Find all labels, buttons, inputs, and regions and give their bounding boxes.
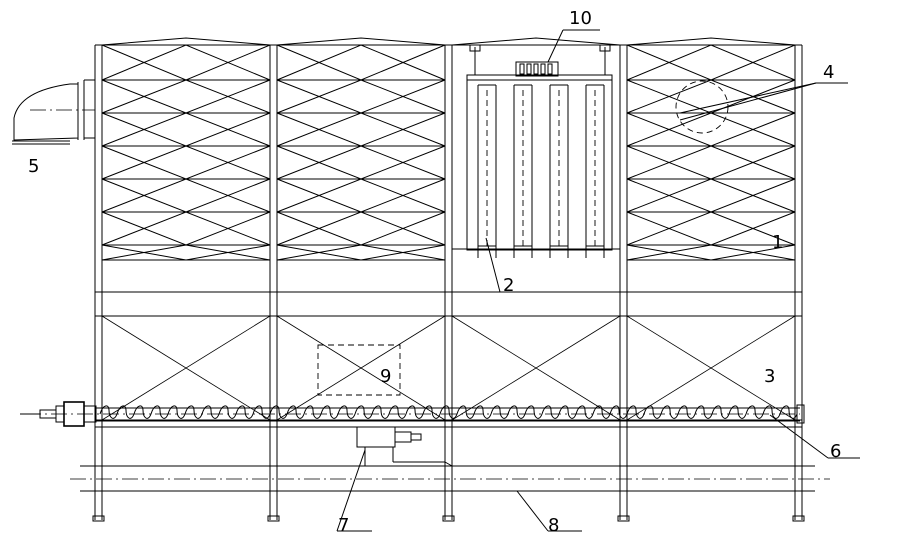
- valve-7-handle: [410, 433, 422, 441]
- valve-7-actuator: [394, 431, 412, 443]
- lattice-brace: [101, 112, 271, 147]
- device-10-slot: [533, 63, 539, 75]
- lattice-brace: [626, 244, 796, 261]
- lattice-brace: [276, 112, 446, 147]
- hanger-head: [469, 44, 481, 52]
- leader-10: [547, 29, 564, 63]
- column-foot: [267, 515, 280, 522]
- device-10-slot: [540, 63, 546, 75]
- label-6: 6: [830, 441, 841, 462]
- lattice-brace: [626, 178, 796, 213]
- label-10: 10: [569, 8, 592, 29]
- hanger-head: [599, 44, 611, 52]
- device-10-slot: [547, 63, 553, 75]
- lattice-brace: [101, 145, 271, 180]
- lattice-brace: [101, 244, 271, 261]
- lattice-brace: [276, 79, 446, 114]
- lattice-brace: [101, 178, 271, 213]
- screw-end-bearing: [796, 404, 805, 424]
- lattice-brace: [101, 211, 271, 246]
- roof-line: [451, 37, 621, 46]
- lattice-brace: [626, 112, 796, 147]
- device-10-slot: [526, 63, 532, 75]
- lattice-brace: [101, 244, 271, 261]
- device-10-slot: [519, 63, 525, 75]
- label-9: 9: [380, 366, 391, 387]
- detail-circle-4: [675, 80, 729, 134]
- lattice-brace: [626, 44, 796, 81]
- label-7: 7: [338, 515, 349, 536]
- label-2: 2: [503, 275, 514, 296]
- lattice-brace: [101, 178, 271, 213]
- leader-2: [485, 237, 501, 293]
- lattice-brace: [276, 145, 446, 180]
- lattice-brace: [276, 145, 446, 180]
- screw-conveyor: [20, 401, 805, 427]
- lattice-brace: [276, 211, 446, 246]
- lattice-brace: [626, 211, 796, 246]
- leader-4b: [679, 82, 817, 121]
- duct-5: [13, 83, 79, 141]
- lattice-brace: [276, 44, 446, 81]
- column-foot: [92, 515, 105, 522]
- frame-structure: [70, 37, 830, 522]
- hopper-brace: [101, 315, 271, 421]
- lattice-brace: [101, 211, 271, 246]
- leader-4: [679, 82, 817, 114]
- device-10: [515, 61, 559, 77]
- label-3: 3: [764, 366, 775, 387]
- auxiliary-parts: [12, 79, 729, 467]
- lattice-brace: [276, 178, 446, 213]
- screw-flight: [99, 405, 798, 419]
- lattice-brace: [101, 79, 271, 114]
- lattice-brace: [626, 211, 796, 246]
- valve-outlet: [444, 461, 453, 467]
- label-1: 1: [772, 232, 783, 253]
- hopper-brace: [626, 315, 796, 421]
- filter-lower-box: [451, 248, 621, 293]
- lattice-brace: [276, 79, 446, 114]
- lattice-brace: [626, 145, 796, 180]
- roof-line: [101, 37, 271, 46]
- column-foot: [617, 515, 630, 522]
- lattice-brace: [626, 244, 796, 261]
- lattice-brace: [276, 244, 446, 261]
- leader-8: [516, 490, 549, 532]
- lattice-brace: [626, 79, 796, 114]
- lattice-brace: [626, 44, 796, 81]
- inspection-box-9: [317, 344, 401, 396]
- filter-unit: [451, 29, 621, 293]
- hopper-brace: [276, 315, 446, 421]
- filter-box: [466, 79, 613, 251]
- roof-line: [276, 37, 446, 46]
- lattice-brace: [101, 79, 271, 114]
- screw-coupling: [83, 405, 97, 423]
- lattice-brace: [626, 79, 796, 114]
- column-foot: [792, 515, 805, 522]
- leader-7: [336, 449, 366, 532]
- roof-line: [626, 37, 796, 46]
- lattice-brace: [101, 44, 271, 81]
- lattice-brace: [626, 178, 796, 213]
- lattice-brace: [276, 178, 446, 213]
- label-5: 5: [28, 156, 39, 177]
- leader-6: [769, 414, 829, 459]
- label-4: 4: [823, 62, 834, 83]
- lattice-brace: [276, 44, 446, 81]
- lattice-brace: [101, 44, 271, 81]
- label-8: 8: [548, 515, 559, 536]
- leader-lines: [336, 82, 860, 532]
- lattice-brace: [626, 145, 796, 180]
- lattice-brace: [276, 211, 446, 246]
- lattice-brace: [626, 112, 796, 147]
- column-foot: [442, 515, 455, 522]
- lattice-brace: [101, 112, 271, 147]
- hopper-brace: [451, 315, 621, 421]
- lattice-brace: [276, 244, 446, 261]
- valve-7: [356, 426, 396, 448]
- lattice-brace: [276, 112, 446, 147]
- lattice-brace: [101, 145, 271, 180]
